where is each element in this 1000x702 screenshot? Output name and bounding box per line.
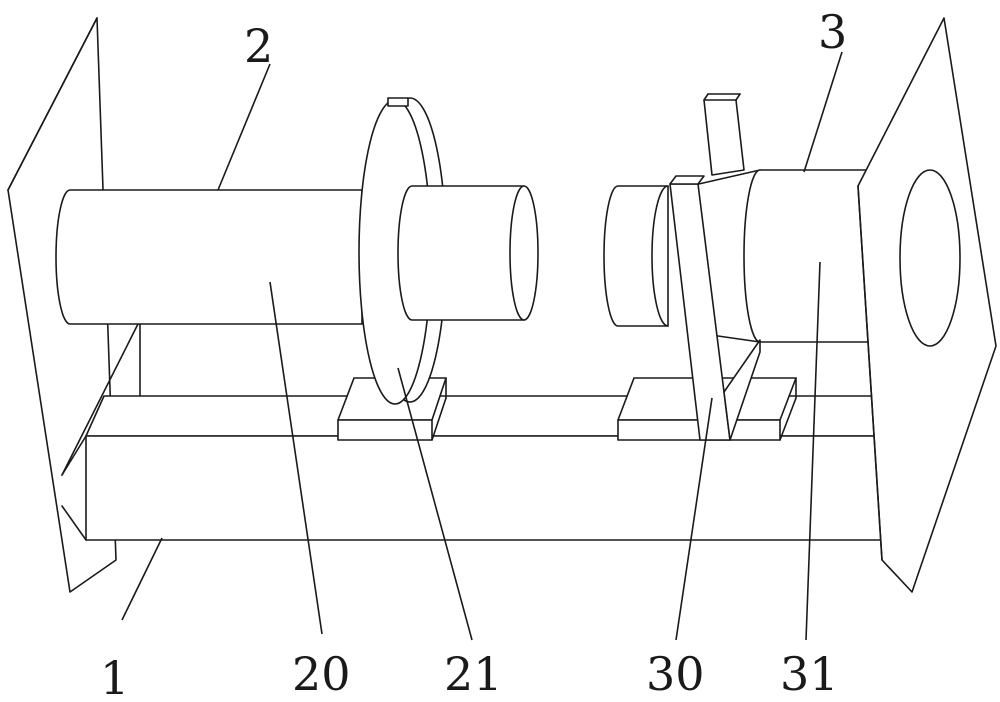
label-1: 1 bbox=[100, 651, 129, 702]
label-20: 20 bbox=[292, 647, 351, 701]
bracket-plate bbox=[669, 175, 761, 441]
label-2: 2 bbox=[244, 19, 273, 73]
label-3: 3 bbox=[818, 5, 847, 59]
leader-lines bbox=[121, 51, 843, 641]
right-end-plate bbox=[857, 17, 997, 593]
label-31: 31 bbox=[780, 647, 839, 701]
label-30: 30 bbox=[646, 647, 705, 701]
label-21: 21 bbox=[444, 647, 503, 701]
reference-labels: 2 3 1 20 21 30 31 bbox=[100, 5, 847, 702]
left-shaft bbox=[397, 185, 539, 321]
bracket-post bbox=[703, 93, 745, 176]
left-cylinder bbox=[55, 189, 363, 325]
right-cylinder bbox=[743, 169, 871, 343]
right-shaft bbox=[603, 185, 669, 327]
